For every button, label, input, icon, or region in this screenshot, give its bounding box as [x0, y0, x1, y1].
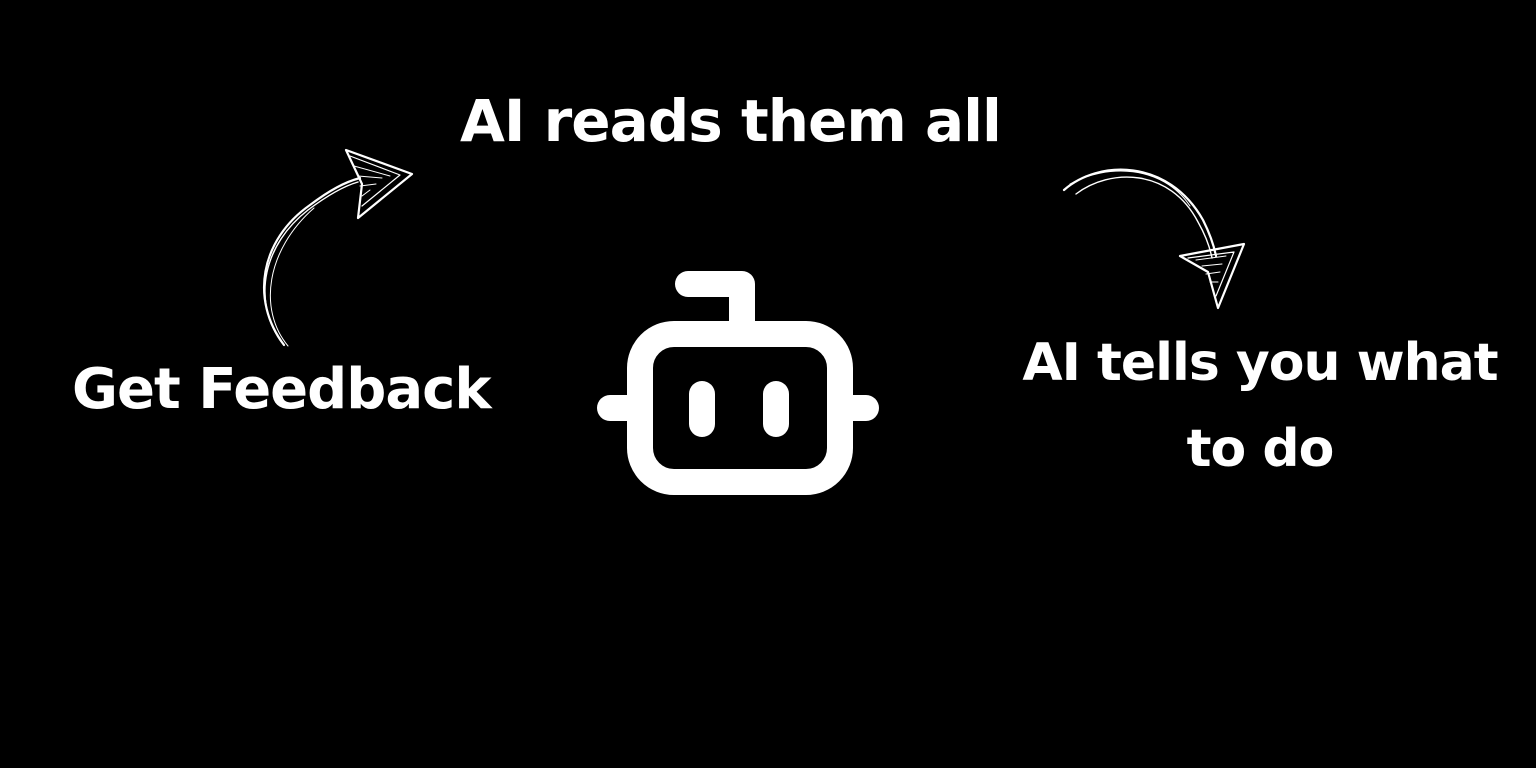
- step-get-feedback-label: Get Feedback: [72, 357, 492, 422]
- robot-icon: [597, 271, 879, 495]
- hand-drawn-arrow-icon: [1062, 168, 1246, 310]
- hand-drawn-arrow-icon: [263, 148, 414, 347]
- step-ai-reads-label: AI reads them all: [460, 87, 1002, 155]
- step-ai-tells-label: AI tells you what to do: [1022, 333, 1498, 479]
